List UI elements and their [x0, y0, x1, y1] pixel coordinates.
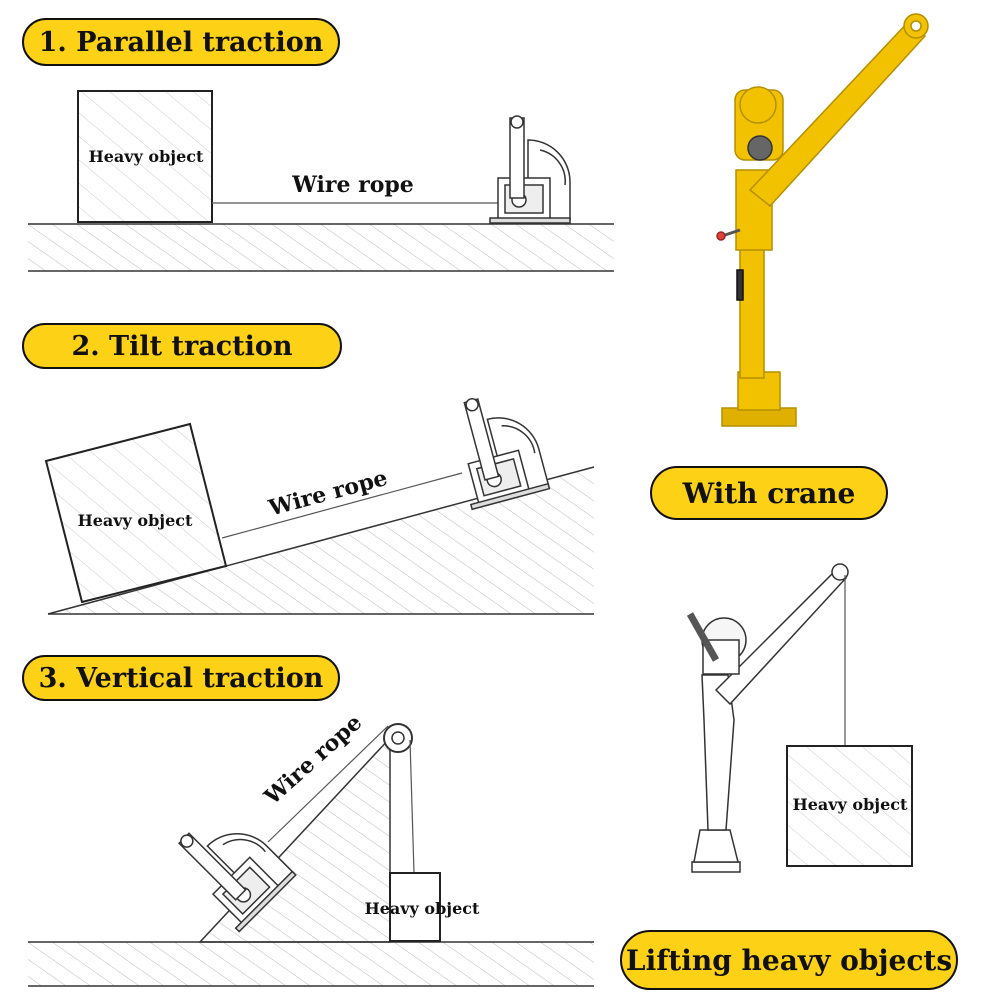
title-parallel-traction: 1. Parallel traction: [22, 18, 340, 66]
hand-winch-icon: [463, 398, 551, 511]
vertical-traction-diagram: Wire rope Heavy object: [28, 709, 594, 987]
hand-winch-icon: [489, 115, 571, 224]
title-vertical-traction: 3. Vertical traction: [22, 655, 340, 701]
wire-rope-label-parallel: Wire rope: [291, 172, 414, 198]
parallel-traction-diagram: Heavy object Wire rope: [28, 90, 614, 272]
heavy-object-box-parallel: [77, 90, 213, 223]
title-tilt-traction: 2. Tilt traction: [22, 323, 342, 369]
heavy-object-box-tilt: [44, 422, 228, 604]
yellow-crane-image: [716, 13, 929, 427]
crane-line-drawing: [686, 563, 913, 873]
hand-winch-icon: [178, 832, 297, 933]
title-lifting-heavy-objects: Lifting heavy objects: [620, 930, 958, 990]
title-with-crane: With crane: [650, 466, 888, 520]
heavy-object-box-crane: [786, 745, 913, 867]
wire-rope-tilt: [221, 472, 463, 539]
ground-parallel: [28, 224, 614, 271]
heavy-object-box-vertical: [389, 872, 441, 942]
heavy-object-label-tilt: Heavy object: [78, 511, 193, 530]
heavy-object-label-vertical: Heavy object: [365, 899, 480, 918]
tilt-traction-diagram: Heavy object Wire rope: [44, 398, 595, 615]
wire-rope-vertical: [267, 725, 389, 843]
wire-rope-label-tilt: Wire rope: [265, 465, 390, 522]
heavy-object-label-parallel: Heavy object: [89, 147, 204, 166]
ground-vertical: [28, 942, 594, 986]
heavy-object-label-crane: Heavy object: [793, 795, 908, 814]
